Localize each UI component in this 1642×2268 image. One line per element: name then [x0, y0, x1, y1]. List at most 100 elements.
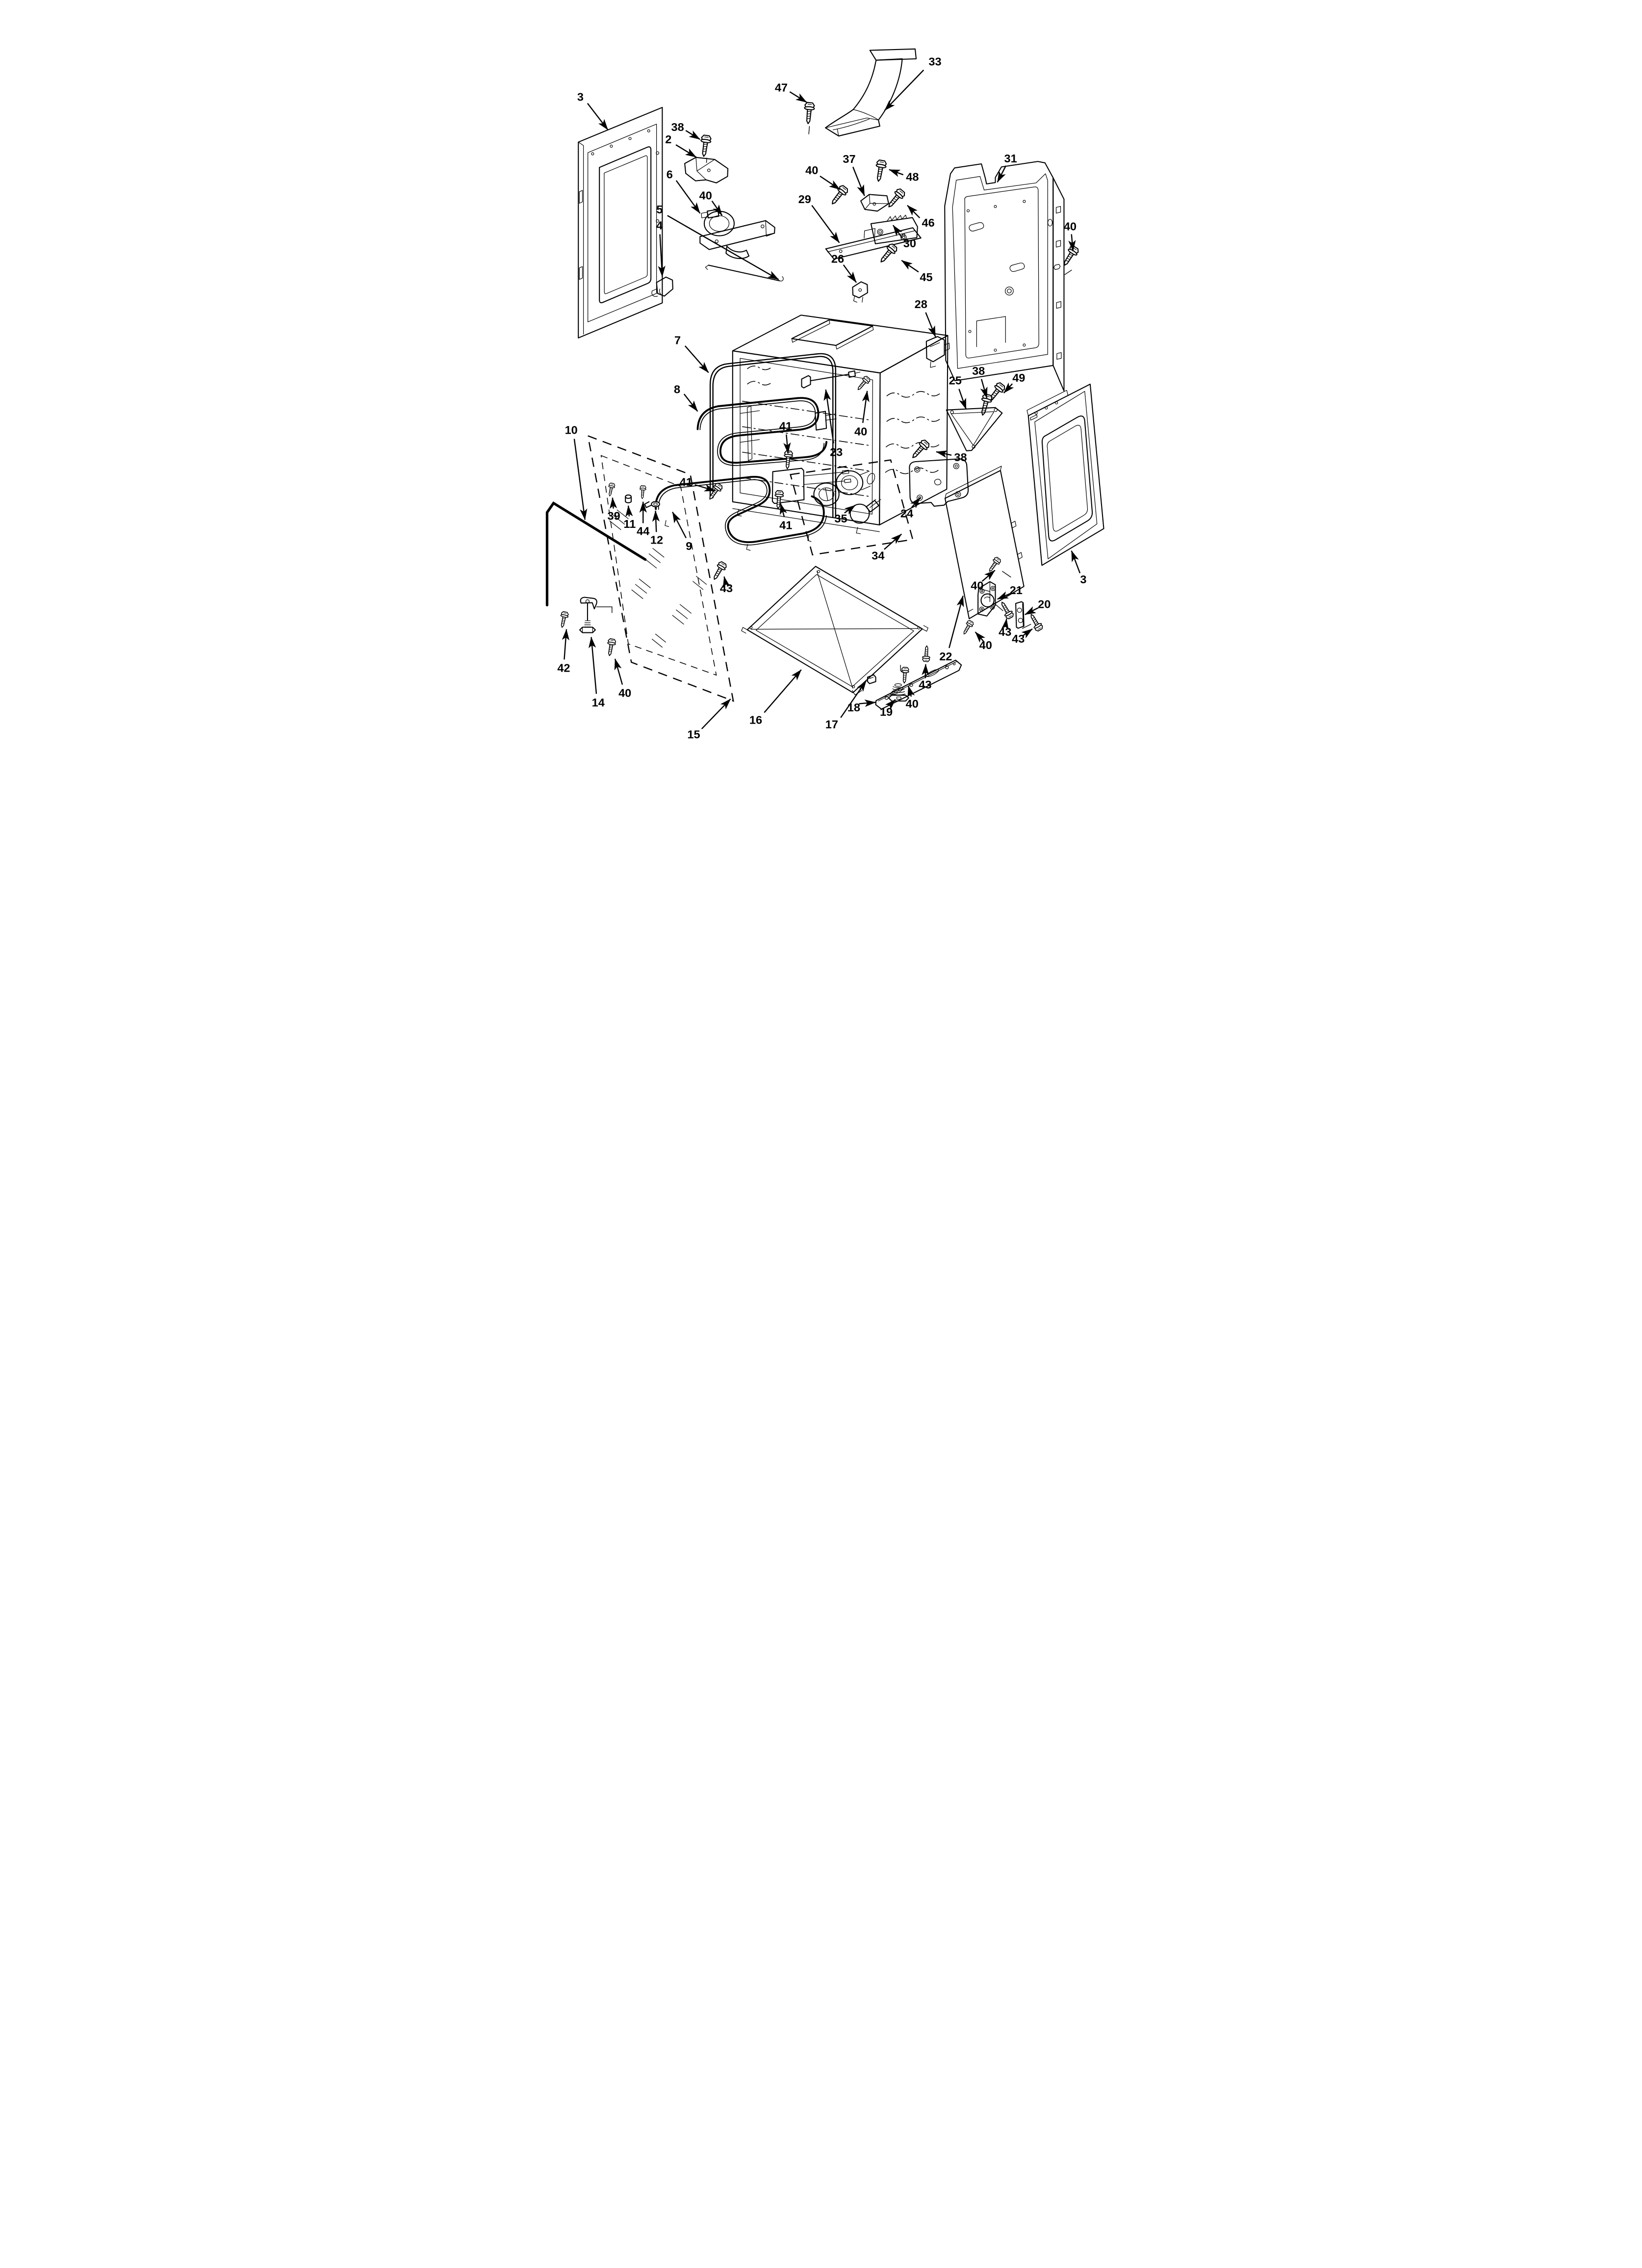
callout-40: 40	[1064, 220, 1077, 252]
part-number-label: 24	[900, 507, 913, 520]
callout-17: 17	[825, 680, 867, 731]
callout-44: 44	[637, 501, 649, 538]
part-number-label: 41	[779, 419, 792, 432]
part-number-label: 43	[999, 626, 1011, 638]
part-number-label: 17	[825, 718, 838, 731]
screw-38-brace	[977, 392, 994, 417]
vent-duct	[824, 48, 917, 137]
grommet-12	[644, 501, 660, 508]
callout-37: 37	[843, 153, 865, 196]
part-number-label: 12	[650, 534, 663, 547]
part-number-label: 33	[928, 55, 941, 68]
leader-line	[1064, 269, 1072, 275]
part-number-label: 41	[680, 476, 693, 489]
light-kit	[790, 459, 914, 556]
callout-40: 40	[971, 570, 996, 592]
part-number-label: 2	[665, 133, 671, 146]
part-number-label: 11	[623, 518, 636, 530]
callout-40: 40	[975, 631, 992, 652]
callout-28: 28	[915, 298, 936, 338]
insulation-panel	[587, 435, 734, 702]
callout-15: 15	[687, 698, 731, 741]
part-number-label: 40	[854, 425, 867, 438]
callout-41: 41	[680, 476, 716, 492]
left-side-panel	[578, 106, 663, 339]
callout-29: 29	[798, 193, 840, 243]
screw-43-rail	[922, 645, 931, 662]
callout-7: 7	[674, 334, 709, 373]
callout-22: 22	[939, 595, 964, 663]
part-number-label: 40	[805, 164, 818, 177]
part-number-label: 46	[922, 216, 935, 229]
callout-26: 26	[831, 252, 857, 283]
oven-cavity	[732, 314, 949, 534]
part-number-label: 5	[656, 203, 663, 216]
callout-31: 31	[997, 152, 1017, 183]
part-number-label: 16	[749, 713, 762, 726]
callout-38: 38	[972, 365, 988, 399]
part-number-label: 21	[1010, 584, 1023, 597]
callout-11: 11	[623, 505, 636, 530]
latch-arm	[705, 264, 784, 282]
callout-18: 18	[847, 699, 876, 714]
callout-38: 38	[936, 450, 967, 464]
clip-26	[852, 281, 868, 303]
callout-41: 41	[779, 503, 792, 532]
door-latch-assembly	[699, 209, 775, 259]
bake-element	[655, 468, 851, 551]
oven-sensor	[801, 370, 861, 389]
screw-40-trim-lower	[960, 619, 975, 636]
callout-43: 43	[919, 664, 931, 691]
part-number-label: 45	[920, 271, 932, 284]
parts-diagram-canvas: 3382473331403748402946302645640547823402…	[537, 0, 1105, 786]
callout-43: 43	[1012, 628, 1033, 645]
part-number-label: 34	[872, 549, 884, 562]
plug-11	[625, 494, 632, 503]
part-number-label: 23	[830, 446, 843, 459]
leader-line	[900, 665, 905, 673]
callout-45: 45	[901, 260, 933, 284]
callout-38: 38	[671, 121, 700, 140]
callout-34: 34	[872, 533, 902, 562]
screw-46	[884, 187, 907, 211]
callout-3: 3	[577, 90, 609, 130]
leader-line	[993, 602, 1003, 611]
part-number-label: 7	[674, 334, 681, 347]
screw-40-right	[1059, 244, 1080, 268]
leader-line	[706, 157, 707, 163]
part-number-label: 19	[880, 705, 893, 718]
part-number-label: 8	[674, 383, 680, 395]
callout-14: 14	[588, 636, 605, 709]
part-number-label: 9	[686, 540, 692, 552]
leader-line	[1001, 571, 1011, 578]
screw-47	[802, 102, 816, 125]
callout-48: 48	[889, 169, 919, 183]
part-number-label: 44	[637, 525, 649, 538]
screw-38-top	[698, 134, 712, 158]
part-number-label: 14	[592, 696, 605, 709]
part-number-label: 30	[903, 237, 916, 250]
screw-41-left	[706, 481, 724, 502]
part-number-label: 4	[656, 219, 663, 232]
callout-4: 4	[656, 219, 666, 277]
part-number-label: 3	[577, 90, 584, 103]
callout-40: 40	[906, 685, 919, 710]
callout-49: 49	[1003, 371, 1025, 393]
corner-brace-25	[946, 407, 1003, 451]
screw-48	[873, 159, 888, 183]
part-number-label: 29	[798, 193, 811, 206]
part-number-label: 42	[557, 662, 570, 675]
callout-12: 12	[650, 510, 663, 547]
callout-46: 46	[907, 205, 935, 229]
callout-16: 16	[749, 669, 802, 726]
callout-33: 33	[884, 55, 942, 111]
glide-rail	[875, 659, 962, 710]
toe-bracket	[684, 156, 729, 183]
part-number-label: 40	[618, 687, 631, 700]
screw-43-spacer	[1027, 612, 1045, 633]
callout-2: 2	[665, 133, 697, 158]
screw-40-center	[828, 183, 850, 208]
callout-40: 40	[805, 164, 841, 190]
callout-39: 39	[608, 497, 620, 522]
